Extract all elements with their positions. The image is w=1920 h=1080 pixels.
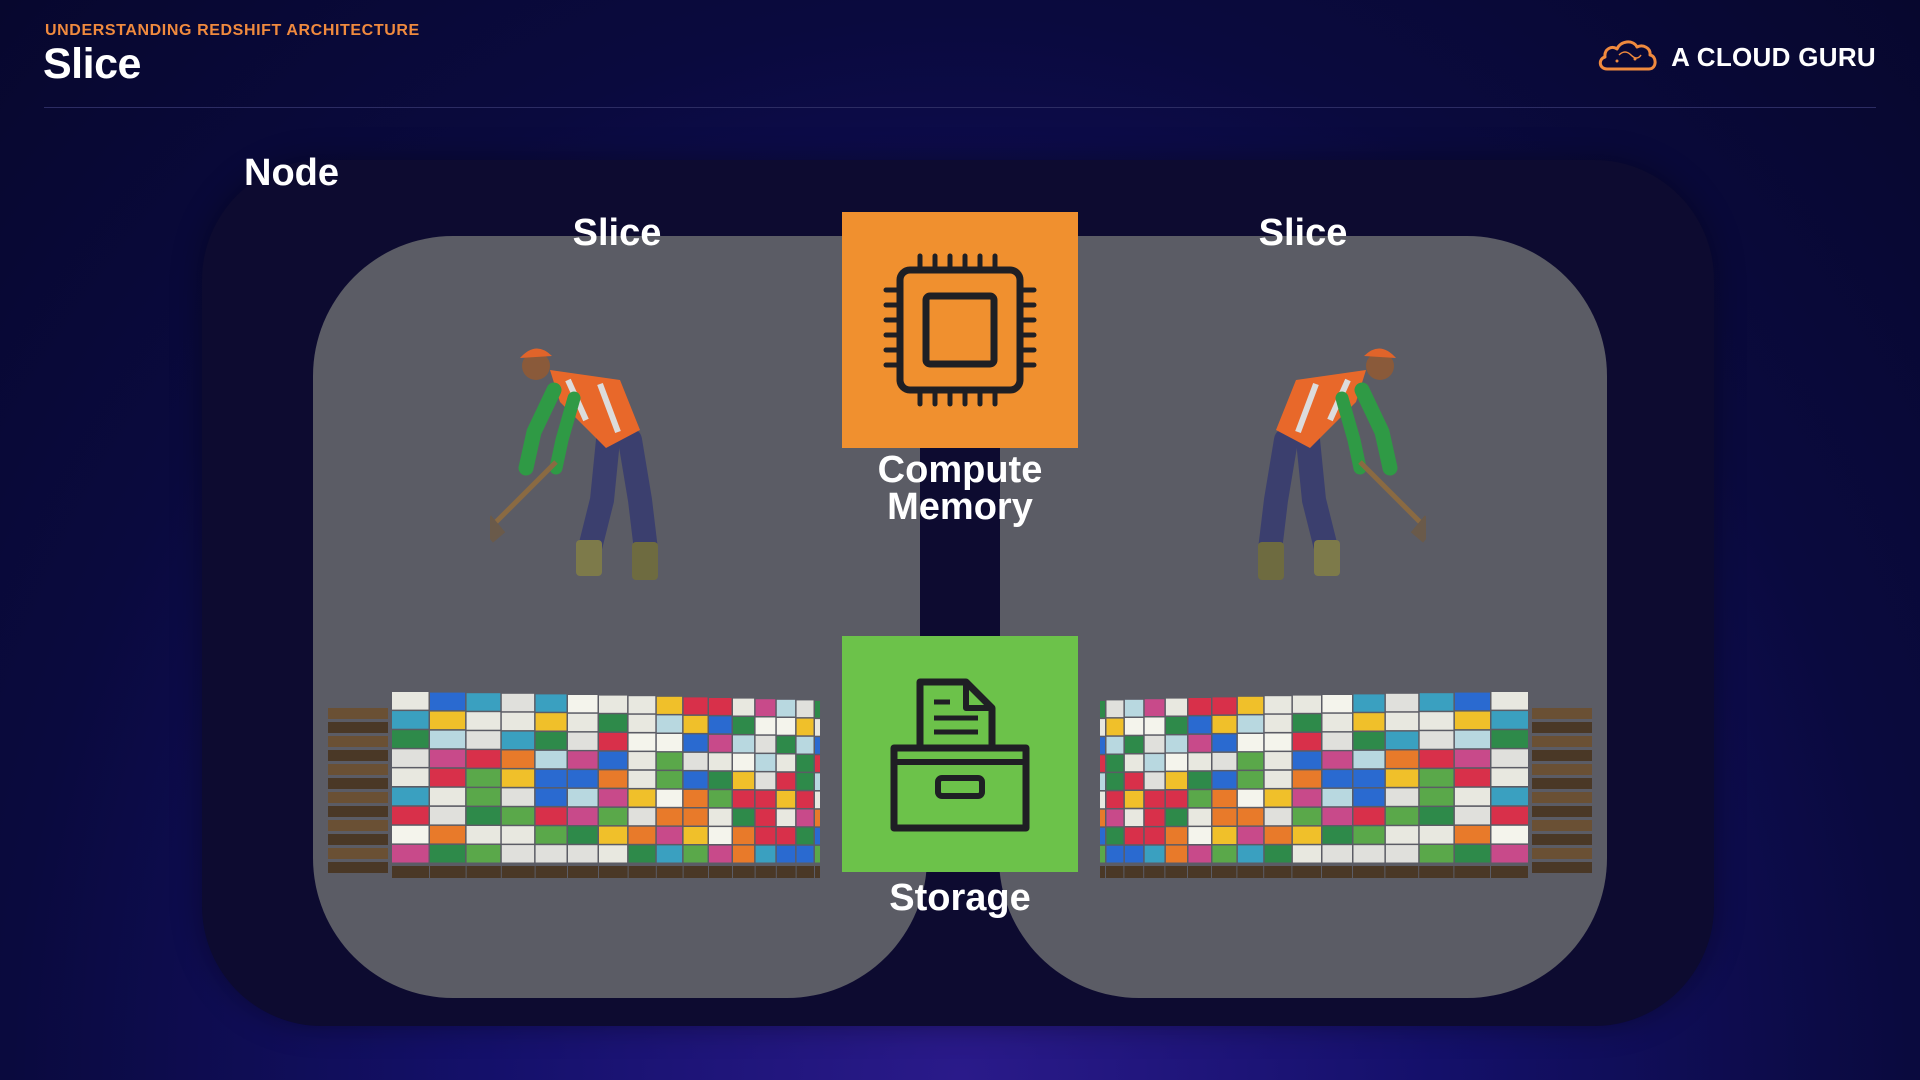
crate-stack-right <box>1089 688 1592 889</box>
center-connector <box>920 440 1000 640</box>
compute-memory-caption: Compute Memory <box>810 449 1110 528</box>
file-drawer-icon <box>890 678 1030 832</box>
memory-label: Memory <box>887 486 1033 528</box>
section-eyebrow: UNDERSTANDING REDSHIFT ARCHITECTURE <box>45 22 420 39</box>
storage-caption: Storage <box>889 877 1031 919</box>
slice-label-left: Slice <box>572 212 662 254</box>
slice-label-right: Slice <box>1258 212 1348 254</box>
header-divider <box>44 107 1876 108</box>
brand-name: A CLOUD GURU <box>1671 41 1876 72</box>
cloud-logo-icon <box>1595 35 1659 80</box>
storage-tile <box>842 636 1078 872</box>
compute-tile <box>842 212 1078 448</box>
compute-label: Compute <box>877 449 1043 491</box>
page-title: Slice <box>43 40 141 88</box>
node-label: Node <box>244 152 339 194</box>
worker-illustration-right <box>1206 340 1438 595</box>
chip-icon <box>883 253 1037 407</box>
worker-illustration-left <box>478 340 710 595</box>
crate-stack-left <box>328 688 831 889</box>
brand-logo: A CLOUD GURU <box>1595 36 1876 78</box>
